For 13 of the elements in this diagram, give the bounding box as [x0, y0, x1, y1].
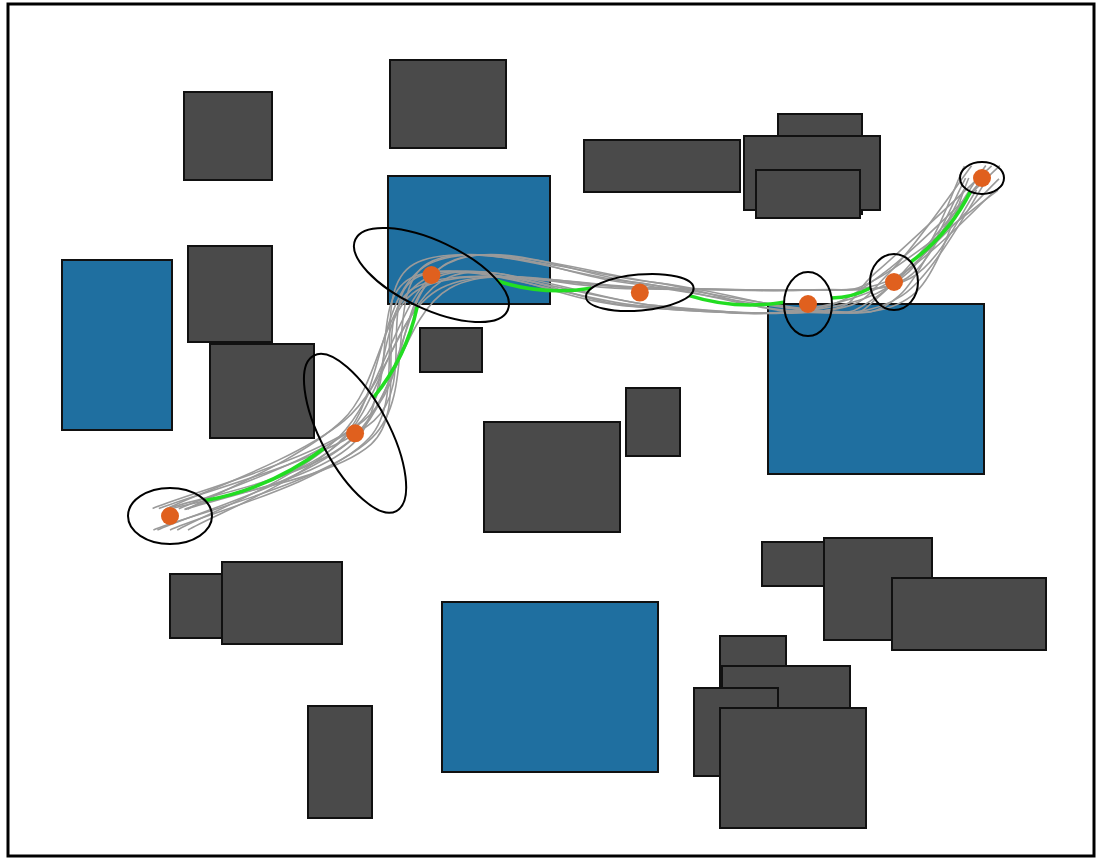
uncertainty-ellipse — [586, 273, 694, 311]
uncertainty-ellipse — [870, 254, 918, 310]
uncertainty-ellipse — [960, 162, 1004, 194]
planned-path — [497, 279, 592, 293]
planned-path — [688, 293, 785, 307]
uncertainty-ellipse — [354, 228, 510, 323]
planned-path — [204, 446, 326, 503]
planned-path — [372, 306, 419, 399]
planned-path — [909, 190, 972, 264]
uncertainty-ellipse — [784, 272, 832, 336]
uncertainty-ellipse — [304, 354, 408, 514]
planned-path — [831, 286, 872, 300]
uncertainty-ellipse — [128, 488, 212, 544]
